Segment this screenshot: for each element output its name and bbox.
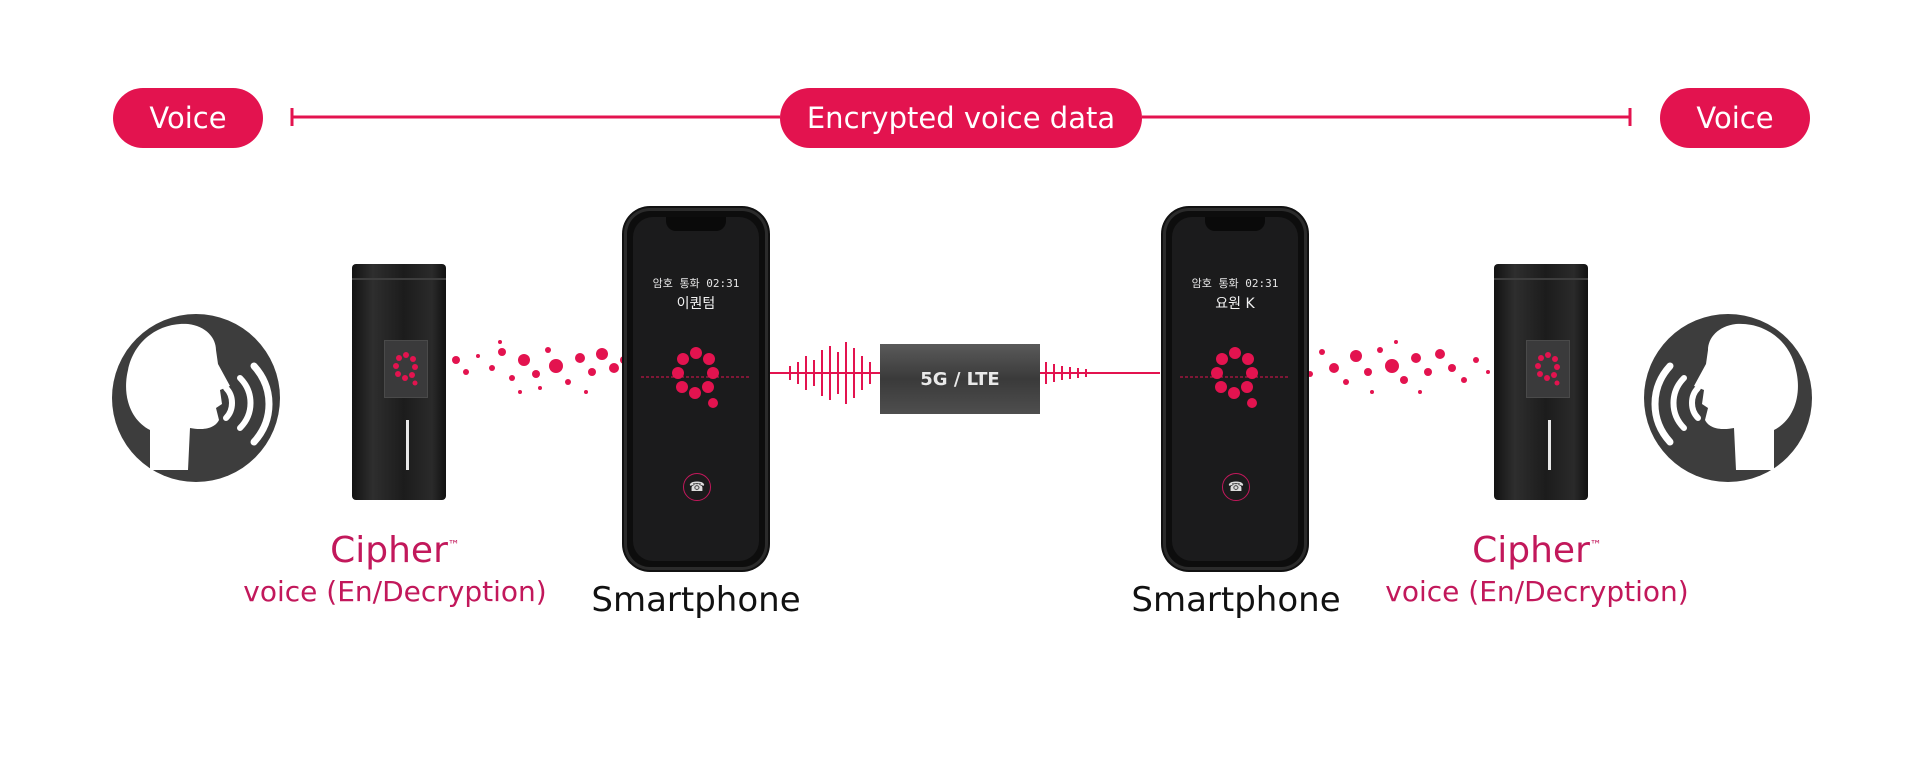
voice-particles-left (452, 340, 637, 394)
voice-pill-right: Voice (1660, 88, 1810, 148)
voice-pill-left: Voice (113, 88, 263, 148)
network-box: 5G / LTE (880, 344, 1040, 414)
q-logo-icon (1180, 347, 1290, 408)
hangup-icon[interactable]: ☎ (683, 473, 711, 501)
caller-name: 요원 K (1215, 296, 1255, 312)
voice-particles-right (1296, 340, 1490, 394)
smartphone-label-right: Smartphone (1131, 580, 1341, 620)
cipher-caption-right: Cipher™ voice (En/Decryption) (1385, 530, 1689, 608)
encrypted-voice-pill: Encrypted voice data (780, 88, 1142, 148)
smartphone-left: 암호 통화 02:31 이퀀텀 ☎ (624, 208, 768, 570)
q-logo-icon (1526, 340, 1570, 398)
q-logo-icon (384, 340, 428, 398)
waveform-left (768, 342, 880, 404)
call-timer: 암호 통화 02:31 (1191, 277, 1279, 290)
waveform-right (1040, 362, 1160, 384)
smartphone-right: 암호 통화 02:31 요원 K ☎ (1163, 208, 1307, 570)
speaking-head-icon (112, 314, 280, 482)
smartphone-label-left: Smartphone (591, 580, 801, 620)
cipher-device-right (1494, 264, 1588, 500)
q-logo-icon (641, 347, 751, 408)
cipher-device-left (352, 264, 446, 500)
caller-name: 이퀀텀 (676, 296, 716, 312)
cipher-caption-left: Cipher™ voice (En/Decryption) (243, 530, 547, 608)
hangup-icon[interactable]: ☎ (1222, 473, 1250, 501)
call-timer: 암호 통화 02:31 (652, 277, 740, 290)
speaking-head-icon (1644, 314, 1812, 482)
